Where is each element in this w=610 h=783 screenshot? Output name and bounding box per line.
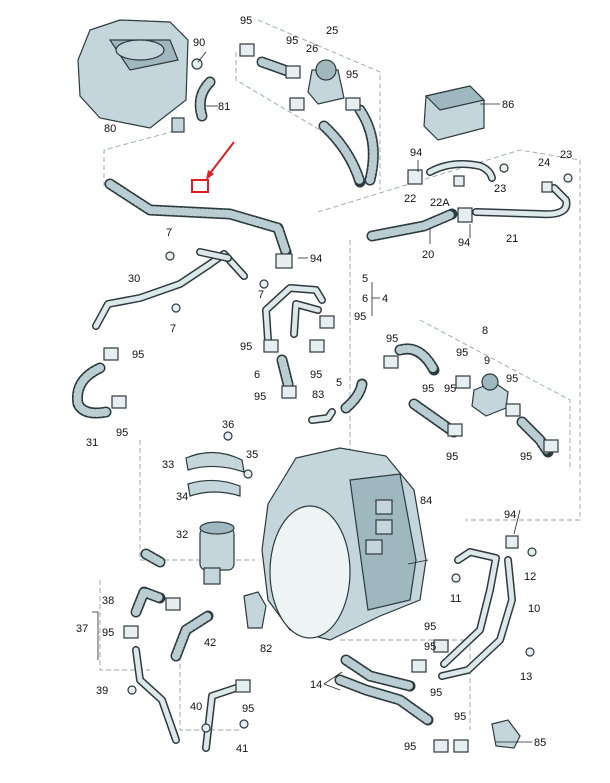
callout-label: 23 bbox=[494, 183, 506, 195]
hose-31 bbox=[71, 347, 127, 419]
callout-label: 21 bbox=[506, 233, 518, 245]
callout-label: 95 bbox=[430, 687, 442, 699]
callout-labels: 95 25 90 26 95 81 80 86 95 94 24 23 22 2… bbox=[76, 15, 572, 755]
callout-label: 23 bbox=[560, 149, 572, 161]
callout-label: 7 bbox=[170, 323, 176, 335]
valve-group bbox=[383, 343, 559, 458]
callout-label: 4 bbox=[382, 293, 388, 305]
callout-label: 95 bbox=[310, 369, 322, 381]
right-upper-hoses bbox=[366, 160, 571, 242]
callout-label: 14 bbox=[310, 679, 322, 691]
cap-and-small-hose bbox=[191, 58, 216, 122]
callout-label: 31 bbox=[86, 437, 98, 449]
callout-label: 95 bbox=[386, 333, 398, 345]
callout-label: 7 bbox=[258, 289, 264, 301]
callout-label: 37 bbox=[76, 623, 88, 635]
callout-label: 95 bbox=[506, 373, 518, 385]
callout-label: 95 bbox=[102, 627, 114, 639]
callout-label: 80 bbox=[104, 123, 116, 135]
main-coolant-hose bbox=[104, 178, 293, 269]
callout-label: 38 bbox=[102, 595, 114, 607]
callout-label: 94 bbox=[310, 253, 322, 265]
highlight-marker bbox=[191, 141, 235, 193]
callout-label: 90 bbox=[193, 37, 205, 49]
callout-label: 95 bbox=[242, 703, 254, 715]
callout-label: 95 bbox=[454, 711, 466, 723]
callout-label: 22 bbox=[404, 193, 416, 205]
leader-lines bbox=[92, 51, 532, 743]
callout-label: 84 bbox=[420, 495, 432, 507]
oil-cooler bbox=[423, 85, 486, 141]
callout-label: 42 bbox=[204, 637, 216, 649]
callout-label: 81 bbox=[218, 101, 230, 113]
coolant-pipe-30 bbox=[92, 248, 248, 330]
callout-label: 95 bbox=[424, 641, 436, 653]
callout-label: 34 bbox=[176, 491, 188, 503]
callout-label: 95 bbox=[240, 341, 252, 353]
callout-label: 95 bbox=[424, 621, 436, 633]
callout-label: 41 bbox=[236, 743, 248, 755]
callout-label: 95 bbox=[520, 451, 532, 463]
right-lower-pipes bbox=[433, 535, 519, 680]
branch-pipe-set bbox=[262, 284, 335, 353]
callout-label: 13 bbox=[520, 671, 532, 683]
callout-label: 25 bbox=[326, 25, 338, 37]
callout-label: 95 bbox=[346, 69, 358, 81]
callout-label: 9 bbox=[484, 355, 490, 367]
callout-label: 5 bbox=[362, 273, 368, 285]
callout-label: 12 bbox=[524, 571, 536, 583]
callout-label: 95 bbox=[404, 741, 416, 753]
callout-label: 95 bbox=[286, 35, 298, 47]
short-hoses-center bbox=[276, 354, 368, 424]
expansion-tank bbox=[77, 19, 189, 133]
callout-label: 83 bbox=[312, 389, 324, 401]
callout-label: 22A bbox=[430, 197, 450, 209]
bolts bbox=[127, 163, 573, 733]
callout-label: 30 bbox=[128, 273, 140, 285]
callout-label: 8 bbox=[482, 325, 488, 337]
callout-label: 6 bbox=[254, 369, 260, 381]
callout-label: 6 bbox=[362, 293, 368, 305]
callout-label: 95 bbox=[422, 383, 434, 395]
callout-label: 85 bbox=[534, 737, 546, 749]
mounting-brackets bbox=[185, 431, 253, 497]
lower-right-hoses bbox=[334, 654, 521, 753]
callout-label: 26 bbox=[306, 43, 318, 55]
callout-label: 33 bbox=[162, 459, 174, 471]
callout-label: 11 bbox=[450, 593, 461, 605]
callout-label: 95 bbox=[240, 15, 252, 27]
callout-label: 36 bbox=[222, 419, 234, 431]
callout-label: 95 bbox=[446, 451, 458, 463]
callout-label: 7 bbox=[166, 227, 172, 239]
callout-label: 20 bbox=[422, 249, 434, 261]
callout-label: 94 bbox=[504, 509, 516, 521]
electric-motor-housing bbox=[261, 447, 427, 641]
callout-label: 32 bbox=[176, 529, 188, 541]
callout-label: 39 bbox=[96, 685, 108, 697]
lower-left-hoses bbox=[123, 586, 267, 752]
callout-label: 94 bbox=[458, 237, 470, 249]
callout-label: 95 bbox=[444, 383, 456, 395]
callout-label: 82 bbox=[260, 643, 272, 655]
callout-label: 24 bbox=[538, 157, 550, 169]
callout-label: 35 bbox=[246, 449, 258, 461]
callout-label: 95 bbox=[354, 311, 366, 323]
callout-label: 10 bbox=[528, 603, 540, 615]
callout-label: 95 bbox=[116, 427, 128, 439]
callout-label: 95 bbox=[456, 347, 468, 359]
coolant-pump bbox=[140, 521, 235, 585]
callout-label: 40 bbox=[190, 701, 202, 713]
callout-label: 95 bbox=[132, 349, 144, 361]
callout-label: 95 bbox=[254, 391, 266, 403]
callout-label: 94 bbox=[410, 147, 422, 159]
callout-label: 5 bbox=[336, 377, 342, 389]
top-hose-assembly bbox=[239, 43, 379, 188]
callout-label: 86 bbox=[502, 99, 514, 111]
